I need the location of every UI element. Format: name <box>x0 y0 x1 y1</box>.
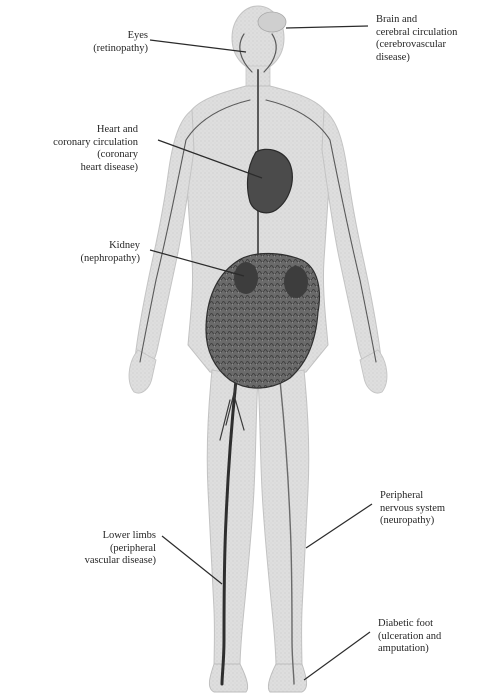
label-eyes: Eyes (retinopathy) <box>78 30 148 55</box>
label-lower-limbs-line3: vascular disease) <box>46 555 156 568</box>
label-diabetic-foot-line2: (ulceration and <box>378 631 493 644</box>
label-eyes-line2: (retinopathy) <box>78 43 148 56</box>
label-peripheral-nervous-line1: Peripheral <box>380 490 490 503</box>
label-peripheral-nervous-line2: nervous system <box>380 503 490 516</box>
label-diabetic-foot: Diabetic foot (ulceration and amputation… <box>378 618 493 656</box>
diabetic-foot-leader <box>304 632 370 680</box>
label-lower-limbs-line1: Lower limbs <box>46 530 156 543</box>
eyes-leader <box>150 40 246 52</box>
label-heart-line2: coronary circulation <box>18 137 138 150</box>
label-lower-limbs: Lower limbs (peripheral vascular disease… <box>46 530 156 568</box>
label-heart-line3: (coronary <box>18 149 138 162</box>
right-foot <box>268 664 306 692</box>
label-brain-line2: cerebral circulation <box>376 27 496 40</box>
label-kidney: Kidney (nephropathy) <box>40 240 140 265</box>
brain <box>258 12 286 32</box>
label-brain: Brain and cerebral circulation (cerebrov… <box>376 14 496 64</box>
kidney-left <box>234 262 258 294</box>
kidney-right <box>284 266 308 298</box>
label-lower-limbs-line2: (peripheral <box>46 543 156 556</box>
label-diabetic-foot-line1: Diabetic foot <box>378 618 493 631</box>
label-peripheral-nervous: Peripheral nervous system (neuropathy) <box>380 490 490 528</box>
label-brain-line4: disease) <box>376 52 496 65</box>
label-kidney-line1: Kidney <box>40 240 140 253</box>
label-peripheral-nervous-line3: (neuropathy) <box>380 515 490 528</box>
label-heart: Heart and coronary circulation (coronary… <box>18 124 138 174</box>
label-brain-line3: (cerebrovascular <box>376 39 496 52</box>
peripheral-nervous-leader <box>306 504 372 548</box>
label-brain-line1: Brain and <box>376 14 496 27</box>
label-diabetic-foot-line3: amputation) <box>378 643 493 656</box>
label-kidney-line2: (nephropathy) <box>40 253 140 266</box>
label-heart-line1: Heart and <box>18 124 138 137</box>
left-foot <box>209 664 247 692</box>
label-eyes-line1: Eyes <box>78 30 148 43</box>
label-heart-line4: heart disease) <box>18 162 138 175</box>
brain-leader <box>286 26 368 28</box>
